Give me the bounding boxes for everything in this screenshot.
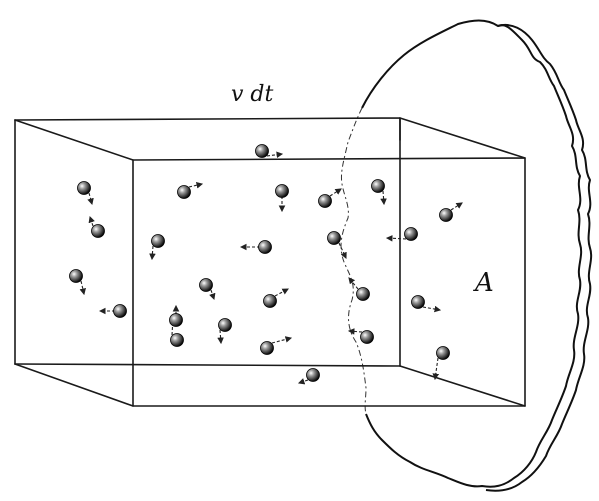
molecule-ball [306, 368, 320, 382]
molecule-ball [404, 227, 418, 241]
box-bottom-right-edge [399, 365, 526, 407]
molecule-ball [77, 181, 91, 195]
box-bottom-left-edge [14, 363, 134, 407]
box-front-face [132, 157, 526, 407]
molecule-6 [149, 234, 165, 261]
velocity-arrow [422, 305, 442, 313]
molecule-19 [217, 318, 232, 345]
molecule-ball [177, 185, 191, 199]
molecule-11 [239, 240, 272, 254]
molecule-23 [432, 346, 450, 381]
volume-box [14, 117, 526, 407]
molecule-ball [260, 341, 274, 355]
velocity-arrow [79, 280, 86, 296]
molecule-12 [327, 231, 347, 259]
molecule-ball [170, 333, 184, 347]
molecule-17 [348, 277, 370, 301]
molecule-15 [199, 278, 216, 301]
molecule-ball [151, 234, 165, 248]
molecule-21 [260, 336, 293, 355]
velocity-arrow [385, 234, 407, 242]
velocity-arrow [188, 182, 204, 189]
velocity-arrow [347, 328, 363, 335]
velocity-arrow [271, 336, 293, 344]
surface-hidden-outline [340, 107, 367, 415]
molecule-9 [318, 188, 342, 208]
molecule-ball [371, 179, 385, 193]
molecule-2 [77, 181, 94, 206]
area-label: A [473, 268, 494, 298]
velocity-arrow [329, 188, 342, 197]
velocity-arrow [149, 245, 156, 261]
velocity-arrow [348, 277, 359, 290]
molecule-5 [98, 304, 127, 318]
molecule-ball [360, 330, 374, 344]
velocity-arrow [209, 289, 216, 301]
molecule-13 [385, 227, 418, 242]
velocity-arrow [87, 192, 94, 206]
velocity-arrow [274, 288, 289, 297]
molecule-18 [411, 295, 442, 313]
velocity-arrow [338, 242, 347, 259]
box-bottom-back-edge [14, 363, 401, 367]
box-top-right-edge [399, 117, 526, 159]
molecule-ball [327, 231, 341, 245]
molecule-ball [411, 295, 425, 309]
molecule-24 [297, 368, 320, 385]
molecule-4 [69, 269, 86, 296]
molecule-ball [439, 208, 453, 222]
molecule-ball [255, 144, 269, 158]
molecule-ball [113, 304, 127, 318]
velocity-arrow [266, 151, 284, 158]
velocity-arrow [88, 215, 95, 227]
velocity-arrow [432, 357, 440, 381]
box-back-face [14, 117, 401, 141]
molecule-ball [275, 184, 289, 198]
molecule-3 [88, 215, 105, 238]
molecule-22 [347, 328, 374, 344]
molecule-16 [263, 288, 289, 308]
molecule-14 [439, 202, 463, 222]
velocity-arrow [217, 329, 224, 345]
velocity-arrow [297, 378, 309, 385]
molecule-ball [436, 346, 450, 360]
molecule-7 [177, 182, 204, 199]
molecule-ball [169, 313, 183, 327]
molecule-ball [318, 194, 332, 208]
molecule-25 [169, 304, 183, 327]
velocity-arrow [169, 316, 176, 336]
molecule-ball [356, 287, 370, 301]
molecule-20 [169, 316, 184, 347]
molecule-ball [69, 269, 83, 283]
molecule-8 [275, 184, 289, 213]
molecules-group [69, 144, 463, 385]
molecule-1 [255, 144, 284, 158]
molecule-ball [91, 224, 105, 238]
molecule-ball [263, 294, 277, 308]
area-surface [361, 19, 593, 492]
molecule-ball [199, 278, 213, 292]
velocity-arrow [380, 190, 387, 206]
molecule-ball [218, 318, 232, 332]
molecule-ball [258, 240, 272, 254]
box-top-left-edge [14, 119, 134, 161]
velocity-arrow [450, 202, 463, 211]
length-label: v dt [231, 82, 274, 107]
molecule-10 [371, 179, 387, 206]
